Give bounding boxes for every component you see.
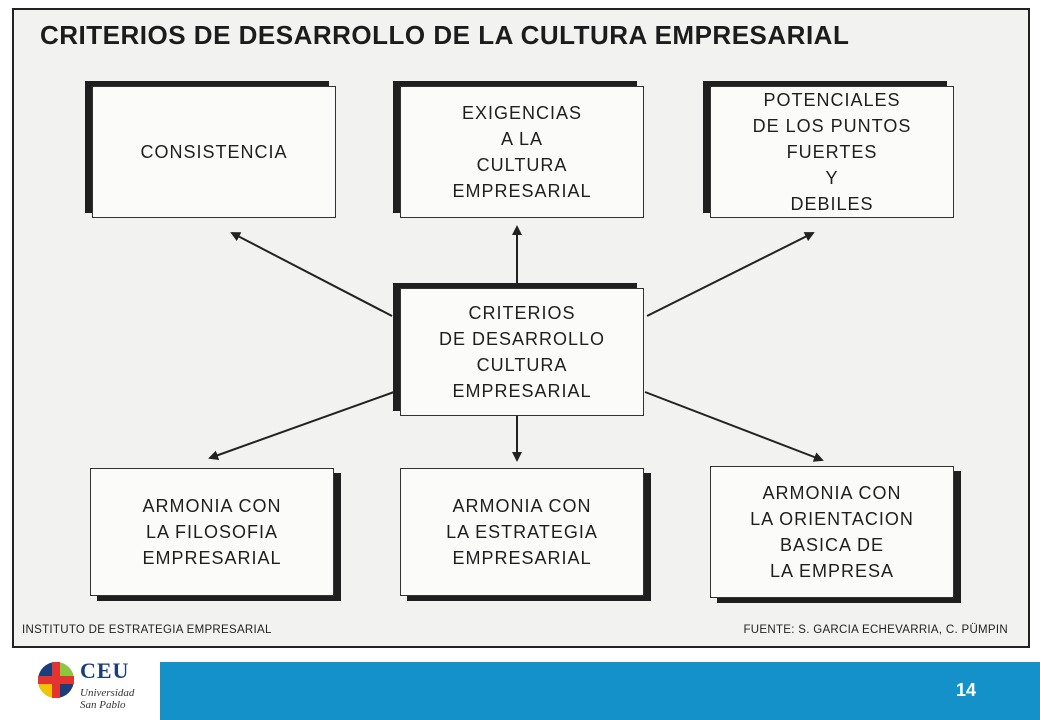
logo-line-1: Universidad xyxy=(80,687,135,699)
box-estrategia: ARMONIA CON LA ESTRATEGIA EMPRESARIAL xyxy=(400,468,644,596)
box-line: CONSISTENCIA xyxy=(140,142,288,162)
box-line: CULTURA xyxy=(476,355,568,375)
box-line: POTENCIALES xyxy=(763,90,901,110)
diagram-title: CRITERIOS DE DESARROLLO DE LA CULTURA EM… xyxy=(40,20,850,50)
box-consistencia: CONSISTENCIA xyxy=(92,86,336,218)
box-line: EMPRESARIAL xyxy=(452,548,592,568)
logo-university-text: Universidad San Pablo xyxy=(80,687,134,711)
box-line: LA ESTRATEGIA xyxy=(446,522,598,542)
box-line: ARMONIA CON xyxy=(452,496,592,516)
box-line: LA ORIENTACION xyxy=(750,509,914,529)
arrow-to-filosofia xyxy=(208,391,395,461)
box-center: CRITERIOS DE DESARROLLO CULTURA EMPRESAR… xyxy=(400,288,644,416)
box-filosofia: ARMONIA CON LA FILOSOFIA EMPRESARIAL xyxy=(90,468,334,596)
box-line: BASICA DE xyxy=(779,535,885,555)
box-line: CULTURA xyxy=(476,155,568,175)
box-exigencias: EXIGENCIAS A LA CULTURA EMPRESARIAL xyxy=(400,86,644,218)
logo-line-2: San Pablo xyxy=(80,699,126,711)
box-line: DEBILES xyxy=(790,194,874,214)
box-line: EMPRESARIAL xyxy=(142,548,282,568)
box-line: FUERTES xyxy=(786,142,878,162)
box-potenciales: POTENCIALES DE LOS PUNTOS FUERTES Y DEBI… xyxy=(710,86,954,218)
box-line: EMPRESARIAL xyxy=(452,181,592,201)
ceu-logo: CEU Universidad San Pablo xyxy=(36,658,156,716)
box-line: LA EMPRESA xyxy=(769,561,895,581)
page-number: 14 xyxy=(955,680,976,700)
footer-bar: 14 xyxy=(160,662,1040,720)
box-line: ARMONIA CON xyxy=(762,483,902,503)
ceu-emblem-icon xyxy=(38,662,74,698)
box-orientacion: ARMONIA CON LA ORIENTACION BASICA DE LA … xyxy=(710,466,954,598)
logo-ceu-text: CEU xyxy=(80,658,130,683)
arrow-to-potenciales xyxy=(646,232,815,317)
box-line: ARMONIA CON xyxy=(142,496,282,516)
box-line: LA FILOSOFIA xyxy=(145,522,279,542)
footer-institute: INSTITUTO DE ESTRATEGIA EMPRESARIAL xyxy=(22,624,272,636)
box-line: EXIGENCIAS xyxy=(461,103,583,123)
box-line: A LA xyxy=(500,129,544,149)
box-line: CRITERIOS xyxy=(468,303,576,323)
footer-source: FUENTE: S. GARCIA ECHEVARRIA, C. PÜMPIN xyxy=(743,624,1008,636)
box-line: DE LOS PUNTOS xyxy=(752,116,912,136)
box-line: EMPRESARIAL xyxy=(452,381,592,401)
arrow-to-orientacion xyxy=(644,391,824,462)
arrow-to-consistencia xyxy=(230,232,393,317)
box-line: Y xyxy=(825,168,839,188)
box-line: DE DESARROLLO xyxy=(438,329,606,349)
